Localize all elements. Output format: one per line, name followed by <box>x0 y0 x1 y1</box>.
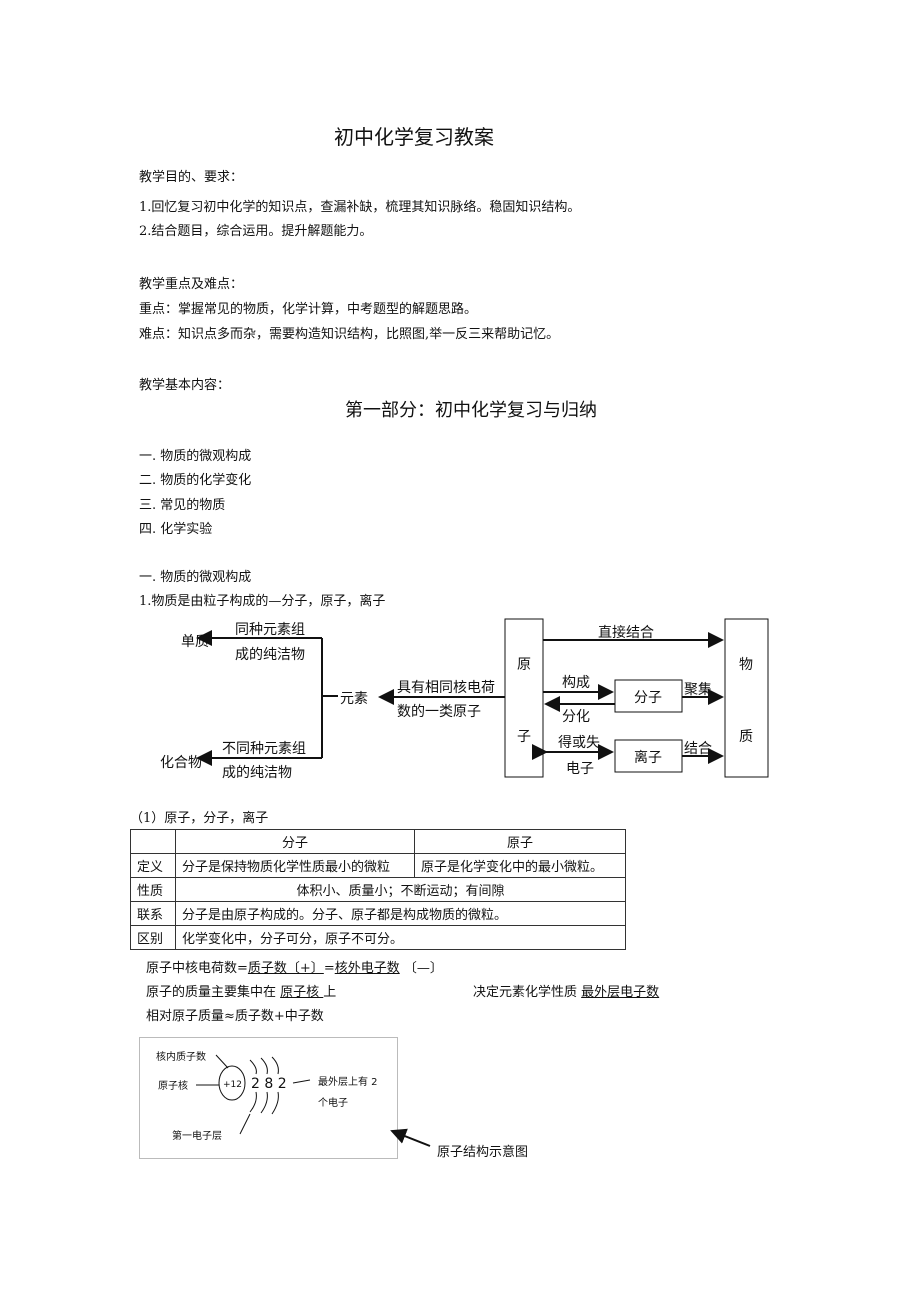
atom-box-label: 子 <box>517 729 531 745</box>
split-label: 分化 <box>562 709 590 725</box>
atom-box-label: 原 <box>517 657 531 673</box>
molecule-box-label: 分子 <box>634 690 662 706</box>
section-heading: 一. 物质的微观构成 <box>139 570 252 585</box>
element-label: 元素 <box>340 691 368 707</box>
nuclear-charge: +12 <box>223 1080 242 1090</box>
table-cell: 分子是保持物质化学性质最小的微粒 <box>174 853 416 878</box>
header-cell <box>130 829 176 854</box>
table-row: 性质体积小、质量小；不断运动；有间隙 <box>130 877 626 902</box>
combine-label: 结合 <box>684 741 712 757</box>
table-cell: 分子是由原子构成的。分子、原子都是构成物质的微粒。 <box>175 901 626 926</box>
fact-answer: 核外电子数 <box>334 961 400 976</box>
fact-answer: 质子数〔+〕 <box>247 961 324 976</box>
table-row: 联系分子是由原子构成的。分子、原子都是构成物质的微粒。 <box>130 901 626 926</box>
header-cell: 分子 <box>174 829 416 854</box>
outline-item: 二. 物质的化学变化 <box>139 473 252 488</box>
shell-electrons: 2 8 2 <box>251 1076 287 1092</box>
fact-answer: 最外层电子数 <box>581 985 660 1000</box>
outline-item: 一. 物质的微观构成 <box>139 449 252 464</box>
outline-item: 四. 化学实验 <box>139 522 213 537</box>
outline-item: 三. 常见的物质 <box>139 498 226 513</box>
fact-text: 〔—〕 <box>403 961 443 976</box>
gather-label: 聚集 <box>684 681 712 698</box>
electron-label: 电子 <box>566 761 594 777</box>
fact-text: 原子中核电荷数= <box>146 961 248 976</box>
outer-shell-note: 最外层上有 2 <box>318 1075 378 1088</box>
point-text: 1.物质是由粒子构成的—分子，原子，离子 <box>139 594 386 609</box>
compound-label: 化合物 <box>160 755 202 771</box>
compound-desc: 不同种元素组 <box>222 741 306 757</box>
matter-box-label: 质 <box>739 729 753 745</box>
row-label: 性质 <box>130 877 176 902</box>
ion-box-label: 离子 <box>634 749 662 766</box>
row-label: 区别 <box>130 925 176 950</box>
element-desc: 具有相同核电荷 <box>397 680 495 696</box>
property-fact: 决定元素化学性质 最外层电子数 <box>473 985 659 1001</box>
part-title: 第一部分：初中化学复习与归纳 <box>345 400 597 421</box>
fact-text: 原子的质量主要集中在 <box>146 985 281 1000</box>
compound-desc: 成的纯洁物 <box>222 765 292 781</box>
goal-item: 2.结合题目，综合运用。提升解题能力。 <box>139 224 373 239</box>
simple-desc: 成的纯洁物 <box>235 647 305 663</box>
outer-shell-note: 个电子 <box>318 1096 348 1109</box>
table-row: 区别化学变化中，分子可分，原子不可分。 <box>130 925 626 950</box>
atom-structure-figure: 核内质子数 原子核 第一电子层 +12 2 8 2 最外层上有 2 个电子 <box>139 1037 398 1159</box>
compose-label: 构成 <box>562 675 590 691</box>
goal-item: 1.回忆复习初中化学的知识点，查漏补缺，梳理其知识脉络。稳固知识结构。 <box>139 200 581 215</box>
table-cell: 化学变化中，分子可分，原子不可分。 <box>175 925 626 950</box>
table-header-row: 分子原子 <box>130 829 626 854</box>
direct-label: 直接结合 <box>598 624 654 641</box>
simple-desc: 同种元素组 <box>235 622 305 638</box>
relative-mass-fact: 相对原子质量≈质子数+中子数 <box>146 1009 324 1024</box>
charge-fact: 原子中核电荷数=质子数〔+〕=核外电子数 〔—〕 <box>146 961 443 977</box>
fact-text: 决定元素化学性质 <box>473 985 582 1000</box>
row-label: 定义 <box>130 853 176 878</box>
atom-figure-caption: 原子结构示意图 <box>437 1145 529 1160</box>
key-heading: 教学重点及难点： <box>139 277 244 292</box>
matter-box-label: 物 <box>739 657 753 673</box>
simple-substance-label: 单质 <box>181 634 209 650</box>
fact-text: 上 <box>323 985 337 1000</box>
difficulty-text: 难点：知识点多而杂，需要构造知识结构，比照图,举一反三来帮助记忆。 <box>139 327 560 342</box>
table-cell: 原子是化学变化中的最小微粒。 <box>414 853 626 878</box>
table-caption: （1）原子，分子，离子 <box>130 811 269 826</box>
header-cell: 原子 <box>414 829 626 854</box>
content-heading: 教学基本内容： <box>139 378 231 393</box>
fact-text: = <box>323 961 335 976</box>
table-row: 定义分子是保持物质化学性质最小的微粒原子是化学变化中的最小微粒。 <box>130 853 626 878</box>
nucleus-label: 原子核 <box>158 1079 188 1092</box>
protons-label: 核内质子数 <box>156 1050 206 1063</box>
document-title: 初中化学复习教案 <box>334 125 494 149</box>
mass-fact: 原子的质量主要集中在 原子核 上 <box>146 985 336 1001</box>
focus-text: 重点：掌握常见的物质，化学计算，中考题型的解题思路。 <box>139 302 478 317</box>
goals-heading: 教学目的、要求： <box>139 170 244 185</box>
fact-answer: 原子核 <box>280 985 324 1000</box>
element-desc: 数的一类原子 <box>397 704 481 720</box>
particle-comparison-table: 分子原子 定义分子是保持物质化学性质最小的微粒原子是化学变化中的最小微粒。 性质… <box>130 829 626 950</box>
gainlose-label: 得或失 <box>558 734 600 751</box>
row-label: 联系 <box>130 901 176 926</box>
first-shell-label: 第一电子层 <box>172 1129 222 1142</box>
table-cell: 体积小、质量小；不断运动；有间隙 <box>175 877 626 902</box>
